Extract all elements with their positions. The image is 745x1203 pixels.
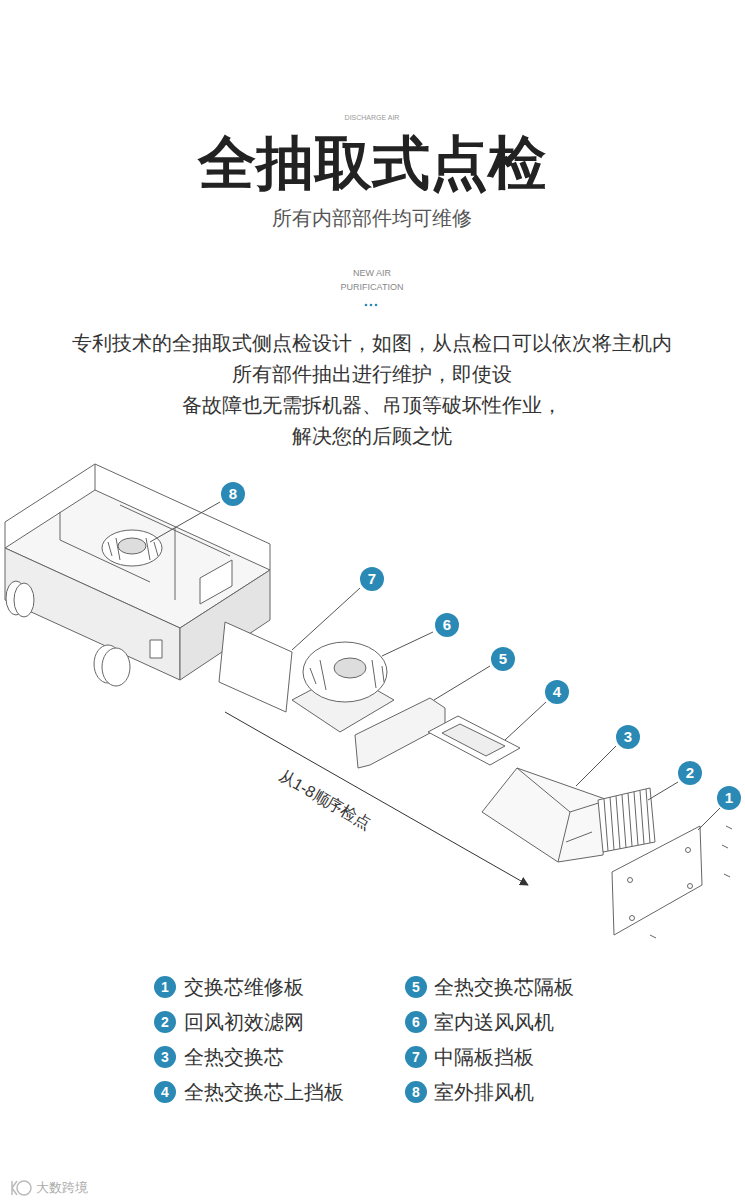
- part-name: 全热交换芯: [184, 1045, 284, 1069]
- logo-ring: [17, 1181, 31, 1195]
- leader-line: [150, 502, 220, 542]
- housing-front: [5, 548, 180, 680]
- part-name: 全热交换芯隔板: [434, 975, 574, 999]
- legend-number: 7: [405, 1046, 427, 1068]
- core-edge: [558, 812, 570, 862]
- part-name: 室外排风机: [434, 1080, 534, 1104]
- core-slot: [566, 832, 592, 842]
- legend-number: 2: [154, 1011, 176, 1033]
- part-name: 交换芯维修板: [184, 975, 304, 999]
- partition: [60, 512, 61, 540]
- screw-hole: [628, 878, 633, 883]
- legend-number: 5: [405, 976, 427, 998]
- legend-number: 3: [154, 1046, 176, 1068]
- page-title: 全抽取式点检: [198, 128, 546, 198]
- part-name: 中隔板挡板: [434, 1045, 534, 1069]
- legend-number: 8: [405, 1081, 427, 1103]
- callout-number: 4: [545, 680, 569, 704]
- callout-number: 1: [717, 786, 741, 810]
- service-panel: [612, 826, 702, 935]
- callout-number: 2: [678, 761, 702, 785]
- screw-hole: [686, 848, 691, 853]
- port: [150, 640, 162, 658]
- screw-hole: [630, 916, 635, 921]
- filter: [598, 788, 655, 852]
- leader-line: [382, 632, 433, 656]
- inner-box: [200, 560, 232, 604]
- housing-frame: [5, 464, 270, 570]
- legend-number: 6: [405, 1011, 427, 1033]
- arrow-label: 从1-8顺序检点: [275, 766, 374, 834]
- dot: [370, 304, 373, 307]
- leader-line: [698, 808, 720, 830]
- dot: [375, 304, 378, 307]
- part-name: 回风初效滤网: [184, 1010, 304, 1034]
- callout-number: 3: [616, 725, 640, 749]
- fan-hub: [334, 658, 366, 678]
- watermark: 大数跨境: [36, 1180, 88, 1196]
- parts: [219, 622, 732, 938]
- part-name: 室内送风风机: [434, 1010, 554, 1034]
- leader-line: [648, 782, 678, 800]
- subtitle: 所有内部部件均可维修: [272, 206, 472, 230]
- leader-line: [576, 746, 616, 786]
- middle-baffle: [219, 622, 292, 712]
- tagline: NEW AIR PURIFICATION: [332, 267, 412, 294]
- core-edge: [517, 768, 570, 812]
- order-arrow: [225, 712, 528, 885]
- leader-lines: [150, 502, 720, 830]
- dot: [365, 304, 368, 307]
- screw-hole: [688, 884, 693, 889]
- callout-number: 7: [360, 567, 384, 591]
- callout-number: 6: [435, 613, 459, 637]
- partition: [175, 528, 176, 600]
- supply-fan: [303, 642, 387, 702]
- watermark-logo: [12, 1181, 31, 1195]
- fan-hub: [118, 538, 146, 554]
- part-name: 全热交换芯上挡板: [184, 1080, 344, 1104]
- leader-line: [505, 702, 546, 740]
- legend-number: 1: [154, 976, 176, 998]
- duct: [102, 648, 130, 686]
- fan-blades: [310, 660, 384, 690]
- leader-line: [292, 588, 360, 650]
- exhaust-fan: [102, 530, 162, 566]
- leader-line: [434, 666, 490, 700]
- heat-exchange-core: [482, 768, 608, 862]
- callout-number: 8: [221, 482, 245, 506]
- body-text: 专利技术的全抽取式侧点检设计，如图，从点检口可以依次将主机内 所有部件抽出进行维…: [27, 328, 717, 452]
- filter-mesh: [604, 789, 650, 851]
- baffle-slot: [442, 724, 505, 756]
- logo-mark: [12, 1181, 17, 1195]
- dots: [365, 304, 378, 307]
- legend-number: 4: [154, 1081, 176, 1103]
- screws: [650, 826, 732, 938]
- duct: [14, 583, 34, 617]
- upper-baffle: [428, 716, 520, 765]
- tagline: DISCHARGE AIR: [345, 114, 400, 122]
- callout-number: 5: [491, 647, 515, 671]
- housing-edge: [95, 464, 96, 490]
